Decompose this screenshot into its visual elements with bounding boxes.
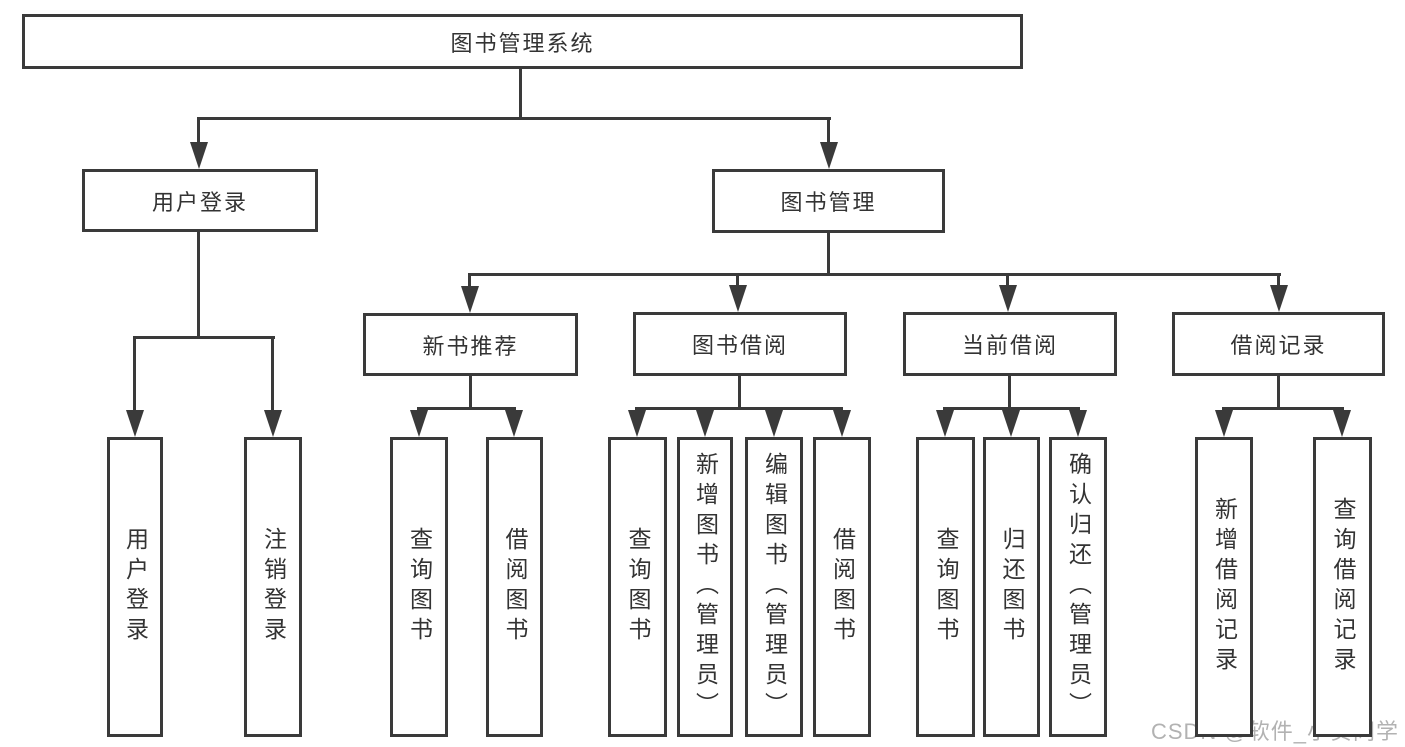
node-label-root: 图书管理系统 [450,30,595,56]
node-book-mgmt: 图书管理 [712,169,945,233]
connector-segment-book-mgmt-branch [827,233,830,275]
node-leaf-edit-book: 编辑图书（管理员） [745,437,803,737]
arrowhead-down-icon [729,285,747,312]
connector-segment-new-book-rec-branch [417,407,516,410]
connector-segment-user-login-branch [197,232,200,339]
connector-segment-book-mgmt-branch [468,273,1281,276]
node-label-book-borrow: 图书借阅 [691,333,788,358]
node-leaf-add-record: 新增借阅记录 [1195,437,1253,737]
connector-segment-book-mgmt-branch [1277,273,1280,287]
node-leaf-logout: 注销登录 [244,437,302,737]
arrowhead-down-icon [833,410,851,437]
node-leaf-query-book-3: 查询图书 [916,437,975,737]
node-label-leaf-confirm-return: 确认归还（管理员） [1065,452,1092,722]
node-label-leaf-add-book: 新增图书（管理员） [692,452,719,722]
node-label-user-login: 用户登录 [151,189,248,215]
node-leaf-query-record: 查询借阅记录 [1313,437,1372,737]
arrowhead-down-icon [505,410,523,437]
connector-segment-user-login-branch [133,336,275,339]
connector-segment-book-mgmt-branch [736,273,739,287]
arrowhead-down-icon [1270,285,1288,312]
arrowhead-down-icon [190,142,208,169]
node-label-borrow-records: 借阅记录 [1230,333,1327,358]
node-label-leaf-query-book-3: 查询图书 [933,527,959,647]
node-label-book-mgmt: 图书管理 [780,190,877,215]
connector-segment-current-borrow-branch [1008,376,1011,409]
node-root: 图书管理系统 [22,14,1023,69]
connector-segment-root-to-level2 [197,117,831,120]
node-new-book-rec: 新书推荐 [363,313,578,376]
node-book-borrow: 图书借阅 [633,312,847,376]
node-borrow-records: 借阅记录 [1172,312,1385,376]
node-label-current-borrow: 当前借阅 [961,333,1058,358]
node-leaf-user-login: 用户登录 [107,437,163,737]
node-label-leaf-add-record: 新增借阅记录 [1211,497,1238,677]
arrowhead-down-icon [936,410,954,437]
node-label-leaf-edit-book: 编辑图书（管理员） [761,452,788,722]
node-leaf-query-book-2: 查询图书 [608,437,667,737]
arrowhead-down-icon [1333,410,1351,437]
node-label-leaf-borrow-book-1: 借阅图书 [502,527,528,647]
connector-segment-book-mgmt-branch [468,273,471,287]
node-leaf-add-book: 新增图书（管理员） [677,437,733,737]
node-label-new-book-rec: 新书推荐 [422,333,519,359]
arrowhead-down-icon [410,410,428,437]
node-label-leaf-user-login: 用户登录 [122,527,149,647]
node-label-leaf-query-record: 查询借阅记录 [1330,497,1356,677]
node-label-leaf-query-book-1: 查询图书 [406,527,433,647]
node-label-leaf-return-book: 归还图书 [999,527,1025,647]
connector-segment-borrow-records-branch [1222,407,1344,410]
arrowhead-down-icon [696,410,714,437]
connector-segment-book-mgmt-branch [1006,273,1009,287]
connector-segment-root-to-level2 [197,117,200,147]
node-current-borrow: 当前借阅 [903,312,1117,376]
connector-segment-user-login-branch [271,336,274,412]
arrowhead-down-icon [1002,410,1020,437]
arrowhead-down-icon [628,410,646,437]
node-leaf-confirm-return: 确认归还（管理员） [1049,437,1107,737]
node-leaf-return-book: 归还图书 [983,437,1040,737]
node-label-leaf-logout: 注销登录 [260,527,287,647]
node-label-leaf-query-book-2: 查询图书 [625,527,651,647]
arrowhead-down-icon [264,410,282,437]
node-leaf-borrow-book-2: 借阅图书 [813,437,871,737]
connector-segment-book-borrow-branch [738,376,741,409]
connector-segment-new-book-rec-branch [469,376,472,409]
arrowhead-down-icon [820,142,838,169]
connector-segment-root-to-level2 [827,117,830,147]
connector-segment-root-to-level2 [519,69,522,119]
connector-segment-user-login-branch [133,336,136,412]
node-label-leaf-borrow-book-2: 借阅图书 [829,527,856,647]
arrowhead-down-icon [765,410,783,437]
node-leaf-borrow-book-1: 借阅图书 [486,437,543,737]
arrowhead-down-icon [1069,410,1087,437]
arrowhead-down-icon [1215,410,1233,437]
arrowhead-down-icon [461,286,479,313]
connector-segment-book-borrow-branch [635,407,843,410]
connector-segment-borrow-records-branch [1277,376,1280,409]
arrowhead-down-icon [126,410,144,437]
node-user-login: 用户登录 [82,169,318,232]
arrowhead-down-icon [999,285,1017,312]
node-leaf-query-book-1: 查询图书 [390,437,448,737]
